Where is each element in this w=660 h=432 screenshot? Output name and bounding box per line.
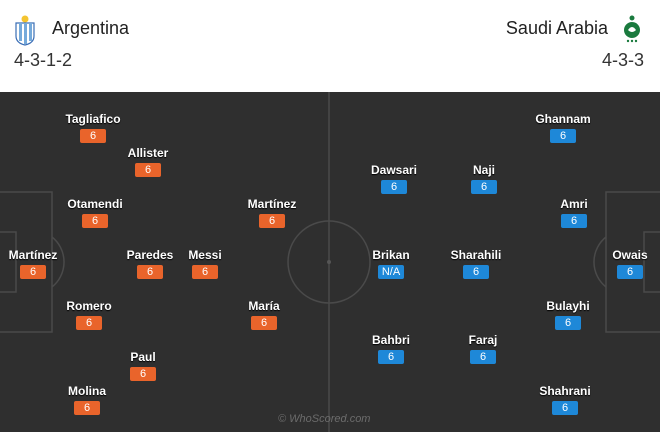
player-away-9[interactable]: Faraj 6	[438, 333, 528, 365]
player-rating: 6	[378, 350, 404, 364]
player-rating: 6	[135, 163, 161, 177]
player-away-8[interactable]: Bahbri 6	[346, 333, 436, 365]
player-name: Brikan	[372, 248, 410, 262]
player-away-5[interactable]: Sharahili 6	[431, 248, 521, 280]
player-away-10[interactable]: Shahrani 6	[520, 384, 610, 416]
player-name: Naji	[472, 163, 495, 177]
player-away-3[interactable]: Amri 6	[529, 197, 619, 229]
player-away-2[interactable]: Naji 6	[439, 163, 529, 195]
pitch-markings	[0, 92, 660, 432]
player-name: Owais	[612, 248, 648, 262]
player-rating: 6	[617, 265, 643, 279]
player-name: Amri	[560, 197, 588, 211]
player-rating: 6	[555, 316, 581, 330]
player-home-3[interactable]: Martínez 6	[227, 197, 317, 229]
player-rating: 6	[20, 265, 46, 279]
home-formation: 4-3-1-2	[14, 50, 73, 70]
player-name: Romero	[66, 299, 112, 313]
player-home-7[interactable]: Romero 6	[44, 299, 134, 331]
player-rating: 6	[259, 214, 285, 228]
player-away-1[interactable]: Dawsari 6	[349, 163, 439, 195]
player-rating: 6	[251, 316, 277, 330]
player-away-6[interactable]: Owais 6	[585, 248, 660, 280]
player-name: Molina	[68, 384, 106, 398]
player-rating: 6	[550, 129, 576, 143]
away-formation: 4-3-3	[601, 50, 644, 70]
player-rating: 6	[463, 265, 489, 279]
player-away-0[interactable]: Ghannam 6	[518, 112, 608, 144]
player-rating: N/A	[378, 265, 404, 279]
player-rating: 6	[82, 214, 108, 228]
player-rating: 6	[471, 180, 497, 194]
player-home-0[interactable]: Tagliafico 6	[48, 112, 138, 144]
player-rating: 6	[137, 265, 163, 279]
player-name: Ghannam	[535, 112, 591, 126]
player-name: Martínez	[8, 248, 58, 262]
player-home-5[interactable]: Paredes 6	[105, 248, 195, 280]
match-header: Argentina 4-3-1-2 Saudi Arabia 4-3-3	[0, 0, 660, 92]
player-name: Martínez	[247, 197, 297, 211]
player-name: Messi	[188, 248, 222, 262]
player-home-8[interactable]: María 6	[219, 299, 309, 331]
player-rating: 6	[76, 316, 102, 330]
home-team-name[interactable]: Argentina	[52, 18, 130, 38]
player-rating: 6	[130, 367, 156, 381]
player-home-4[interactable]: Martínez 6	[0, 248, 78, 280]
player-rating: 6	[381, 180, 407, 194]
player-rating: 6	[470, 350, 496, 364]
player-name: Otamendi	[67, 197, 123, 211]
player-name: Bahbri	[371, 333, 410, 347]
player-rating: 6	[552, 401, 578, 415]
player-home-6[interactable]: Messi 6	[160, 248, 250, 280]
saudi-arabia-crest-icon	[624, 15, 640, 43]
player-away-4[interactable]: Brikan N/A	[346, 248, 436, 280]
player-name: Paul	[130, 350, 156, 364]
pitch: Tagliafico 6 Allister 6 Otamendi 6 Martí…	[0, 92, 660, 432]
player-rating: 6	[80, 129, 106, 143]
player-name: Dawsari	[370, 163, 418, 177]
player-rating: 6	[561, 214, 587, 228]
player-home-10[interactable]: Molina 6	[42, 384, 132, 416]
player-name: Sharahili	[450, 248, 502, 262]
player-name: Allister	[127, 146, 169, 160]
player-rating: 6	[192, 265, 218, 279]
player-name: Bulayhi	[546, 299, 590, 313]
player-away-7[interactable]: Bulayhi 6	[523, 299, 613, 331]
player-home-1[interactable]: Allister 6	[103, 146, 193, 178]
away-team-name[interactable]: Saudi Arabia	[505, 18, 608, 38]
player-name: Shahrani	[539, 384, 591, 398]
player-name: Faraj	[468, 333, 498, 347]
player-name: Tagliafico	[65, 112, 121, 126]
player-home-2[interactable]: Otamendi 6	[50, 197, 140, 229]
player-rating: 6	[74, 401, 100, 415]
player-name: Paredes	[126, 248, 174, 262]
player-name: María	[248, 299, 280, 313]
argentina-crest-icon	[15, 15, 35, 46]
whoscored-watermark: © WhoScored.com	[278, 413, 371, 425]
player-home-9[interactable]: Paul 6	[98, 350, 188, 382]
